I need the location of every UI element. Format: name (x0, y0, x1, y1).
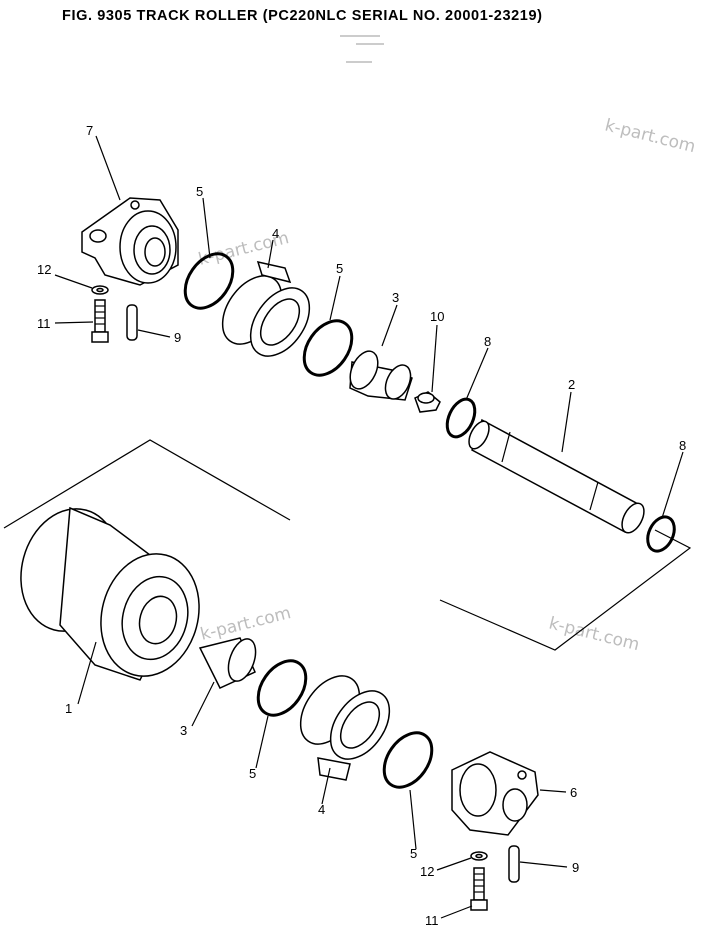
callout-11: 11 (425, 913, 439, 928)
part-10-plug (414, 391, 441, 413)
part-3-bushing-lower (198, 637, 257, 689)
watermark-top-right: k-part.com (603, 115, 698, 157)
callout-4: 4 (318, 802, 325, 817)
callout-3: 3 (180, 723, 187, 738)
callout-8: 8 (679, 438, 686, 453)
callout-9: 9 (572, 860, 579, 875)
part-1-roller (20, 506, 200, 681)
callout-7: 7 (86, 123, 93, 138)
callout-9: 9 (174, 330, 181, 345)
part-12-washer-upper (91, 285, 109, 295)
callout-5: 5 (336, 261, 343, 276)
part-6-collar (451, 751, 539, 836)
callout-6: 6 (570, 785, 577, 800)
callout-5: 5 (196, 184, 203, 199)
part-11-bolt-upper (91, 299, 109, 343)
callout-3: 3 (392, 290, 399, 305)
callout-11: 11 (37, 316, 51, 331)
callout-12: 12 (420, 864, 434, 879)
part-9-pin-upper (126, 304, 138, 341)
callout-10: 10 (430, 309, 444, 324)
leader-lines (54, 135, 684, 919)
part-5-oring-3 (256, 659, 308, 717)
callout-labels: 7 5 4 5 3 10 8 2 8 12 11 9 1 3 5 4 5 6 1… (37, 123, 686, 928)
callout-12: 12 (37, 262, 51, 277)
part-5-oring-2 (302, 319, 354, 377)
callout-8: 8 (484, 334, 491, 349)
callout-2: 2 (568, 377, 575, 392)
part-5-oring-1 (183, 252, 235, 310)
part-3-bushing-upper (349, 350, 413, 401)
part-8-oring-upper (445, 397, 477, 439)
part-11-bolt-lower (470, 867, 488, 911)
part-4-floating-seal-lower (299, 675, 391, 781)
figure-title: FIG. 9305 TRACK ROLLER (PC220NLC SERIAL … (62, 8, 543, 24)
callout-5: 5 (249, 766, 256, 781)
callout-1: 1 (65, 701, 72, 716)
part-4-floating-seal-upper (221, 260, 311, 357)
callout-4: 4 (272, 226, 279, 241)
part-12-washer-lower (470, 851, 488, 861)
part-2-shaft (468, 418, 645, 534)
callout-5: 5 (410, 846, 417, 861)
part-7-collar (81, 197, 179, 286)
title-smudges (340, 35, 384, 63)
part-9-pin-lower (508, 845, 520, 883)
part-8-oring-right (646, 515, 676, 553)
part-5-oring-4 (382, 731, 434, 789)
